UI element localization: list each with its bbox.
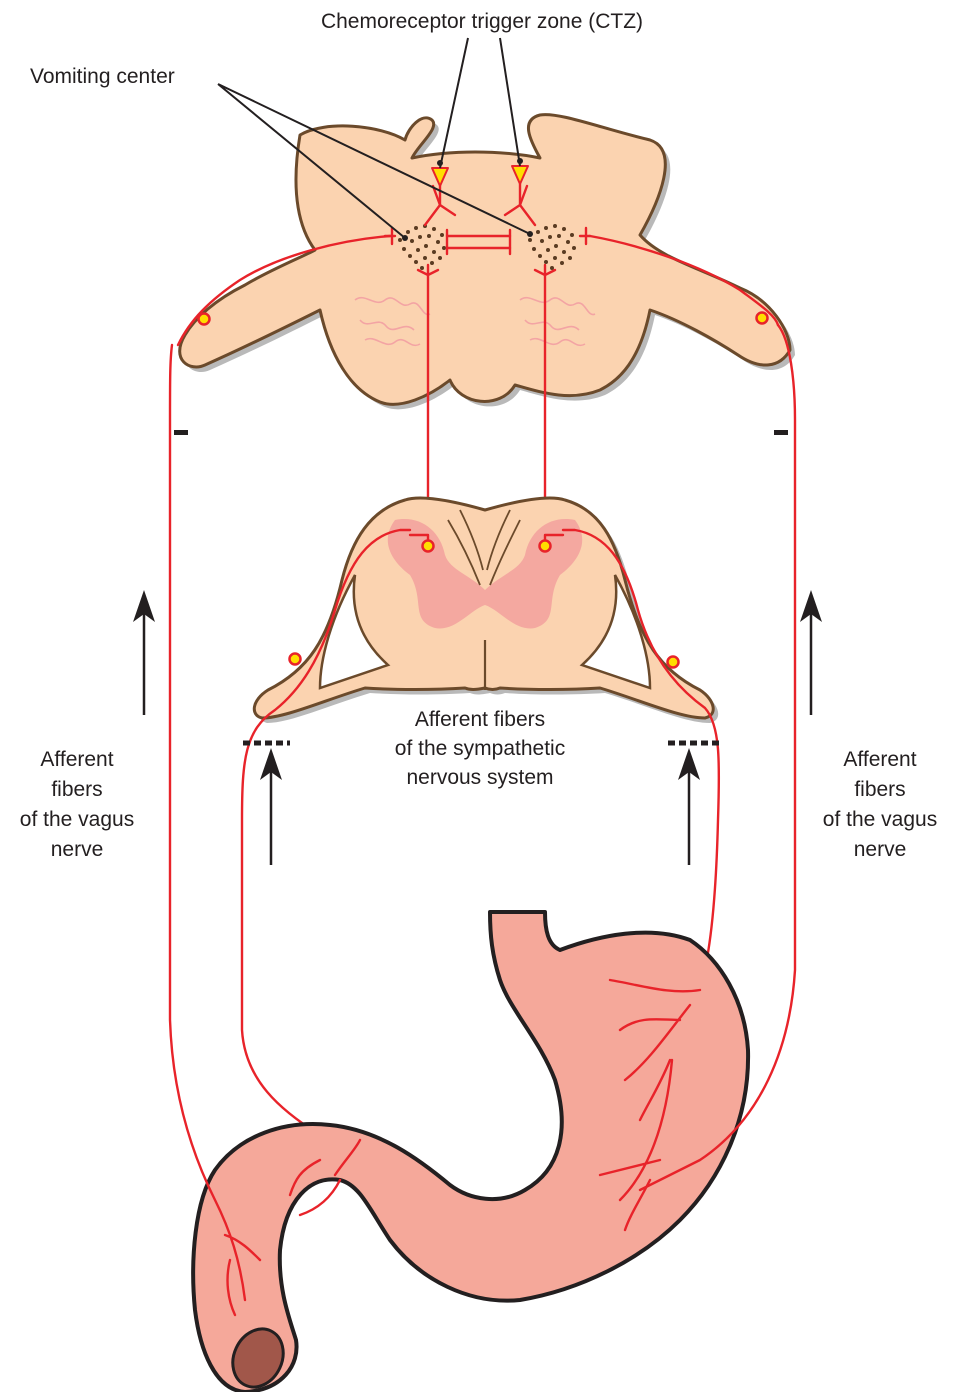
vagus-cut-mark-right	[774, 430, 788, 435]
spinal-neuron-left	[423, 541, 434, 552]
stomach	[170, 325, 795, 1392]
spinal-neuron-right	[540, 541, 551, 552]
sympathetic-fibers-label: Afferent fibers of the sympathetic nervo…	[395, 708, 565, 789]
svg-text:fibers: fibers	[51, 778, 102, 801]
svg-text:of the vagus: of the vagus	[20, 808, 134, 831]
svg-text:of the vagus: of the vagus	[823, 808, 937, 831]
vomiting-center-label: Vomiting center	[30, 65, 175, 88]
vagus-fibers-label-left: Afferent fibers of the vagus nerve	[20, 748, 134, 861]
dorsal-root-ganglion-left	[290, 654, 301, 665]
svg-text:nerve: nerve	[51, 838, 104, 861]
svg-text:nerve: nerve	[854, 838, 907, 861]
vagus-cut-mark-left	[174, 430, 188, 435]
ctz-label: Chemoreceptor trigger zone (CTZ)	[321, 10, 643, 33]
ctz-leader-lines	[437, 38, 523, 168]
vagal-ganglion-right	[757, 313, 768, 324]
vagus-fibers-label-right: Afferent fibers of the vagus nerve	[823, 748, 937, 861]
svg-text:of the sympathetic: of the sympathetic	[395, 737, 565, 760]
arrow-sympathetic-left	[260, 748, 282, 865]
spinal-cord	[254, 498, 718, 723]
svg-text:fibers: fibers	[854, 778, 905, 801]
svg-text:nervous system: nervous system	[406, 766, 553, 789]
svg-text:Afferent fibers: Afferent fibers	[415, 708, 545, 731]
dorsal-root-ganglion-right	[668, 657, 679, 668]
svg-text:Afferent: Afferent	[843, 748, 916, 771]
arrow-vagus-left	[133, 590, 155, 715]
vagal-ganglion-left	[199, 314, 210, 325]
medulla	[180, 115, 795, 410]
svg-text:Afferent: Afferent	[40, 748, 113, 771]
arrow-vagus-right	[800, 590, 822, 715]
arrow-sympathetic-right	[678, 748, 700, 865]
